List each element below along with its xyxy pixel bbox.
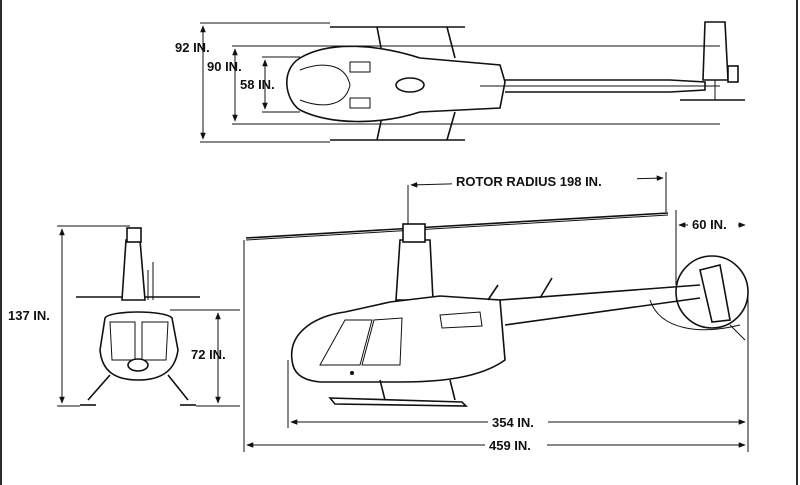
- overall-length-label: 459 IN.: [489, 438, 531, 453]
- side-main-rotor-blade: [245, 212, 669, 239]
- side-rotor-hub: [402, 223, 426, 243]
- side-view: ROTOR RADIUS 198 IN. 60 IN. 354 IN. 459 …: [243, 172, 749, 453]
- front-view: 137 IN. 72 IN.: [8, 225, 240, 407]
- height-overall-label: 137 IN.: [8, 308, 50, 323]
- side-landing-skid: [328, 397, 468, 407]
- front-rotor-hub: [126, 227, 142, 243]
- height-cabin-label: 72 IN.: [191, 347, 226, 362]
- top-vertical-stabilizer: [702, 21, 729, 81]
- front-mast: [121, 239, 146, 301]
- side-front-window: [319, 319, 373, 366]
- front-cabin-outline: [99, 311, 179, 381]
- fuselage-length-label: 354 IN.: [492, 415, 534, 430]
- rotor-radius-label: ROTOR RADIUS 198 IN.: [456, 174, 602, 189]
- side-tailboom-upper: [499, 284, 701, 301]
- top-rotor-hub: [395, 77, 425, 93]
- width-stabilizer-label: 90 IN.: [207, 59, 242, 74]
- width-skids-label: 92 IN.: [175, 40, 210, 55]
- side-rear-window: [361, 317, 403, 366]
- side-tail-fin: [699, 264, 731, 323]
- left-frame-border: [0, 0, 2, 485]
- top-view: 92 IN. 90 IN. 58 IN.: [175, 21, 745, 143]
- side-cabin-outline: [291, 295, 506, 383]
- tail-rotor-diameter-label: 60 IN.: [692, 217, 727, 232]
- side-mast-fairing: [395, 239, 434, 301]
- width-cabin-label: 58 IN.: [240, 77, 275, 92]
- right-frame-border: [796, 0, 798, 485]
